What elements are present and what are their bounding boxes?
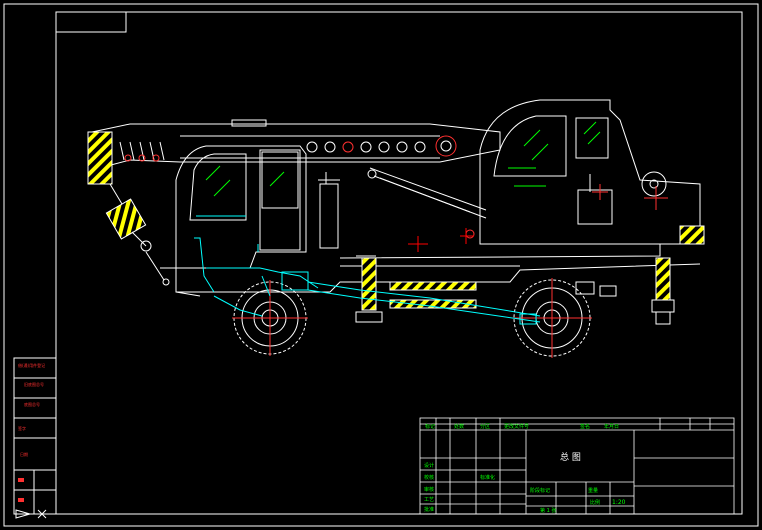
driver-cab <box>175 145 340 269</box>
weight-label: 重量 <box>588 487 598 494</box>
row-label-1: 校核 <box>424 474 434 481</box>
title-block-text: 标记 处数 分区 更改文件号 签名 年月日 设计 校核 审核 工艺 批准 标准化… <box>424 423 626 514</box>
stamp-label-3: 签字 <box>18 425 26 431</box>
stamp-label-4: 日期 <box>20 451 28 457</box>
front-wheel <box>232 280 308 356</box>
row-label-4: 批准 <box>424 506 434 513</box>
row-label-2: 审核 <box>424 486 434 493</box>
boom-head <box>87 131 113 185</box>
stamp-label-2: 底图总号 <box>24 401 40 407</box>
stage-label: 阶段标记 <box>530 487 550 494</box>
header-cell-2: 分区 <box>480 423 490 430</box>
row-label-0: 设计 <box>424 462 434 469</box>
row-label-3: 工艺 <box>424 497 434 503</box>
operator-cab <box>479 99 705 245</box>
title-block <box>419 417 735 515</box>
scale-value: 1:20 <box>612 499 626 506</box>
header-cell-5: 年月日 <box>604 423 619 430</box>
drawing-frame <box>3 3 759 527</box>
sheet-label: 第 1 张 <box>540 507 556 514</box>
arrow-x-icon <box>15 509 47 519</box>
side-stamp-column: 借(通)用件登记 旧底图总号 底图总号 签字 日期 <box>13 357 57 519</box>
stamp-label-0: 借(通)用件登记 <box>18 362 45 368</box>
header-cell-1: 处数 <box>454 423 464 430</box>
standardization-label: 标准化 <box>480 474 495 481</box>
luffing-cylinder <box>367 167 487 239</box>
stamp-label-1: 旧底图总号 <box>24 381 44 387</box>
scale-label: 比例 <box>590 499 600 506</box>
rear-wheel <box>512 278 592 358</box>
header-cell-4: 签名 <box>580 423 590 430</box>
hydraulic-lines <box>194 215 541 325</box>
center-marks <box>408 228 474 252</box>
glass-hatching <box>205 121 601 197</box>
header-cell-3: 更改文件号 <box>504 423 529 430</box>
drawing-title: 总 图 <box>560 451 581 463</box>
rear-outrigger <box>651 257 675 325</box>
crane-truck <box>87 99 705 358</box>
header-cell-0: 标记 <box>425 423 435 430</box>
front-outrigger <box>355 255 383 323</box>
boom <box>91 119 501 171</box>
hook-block <box>105 183 170 286</box>
